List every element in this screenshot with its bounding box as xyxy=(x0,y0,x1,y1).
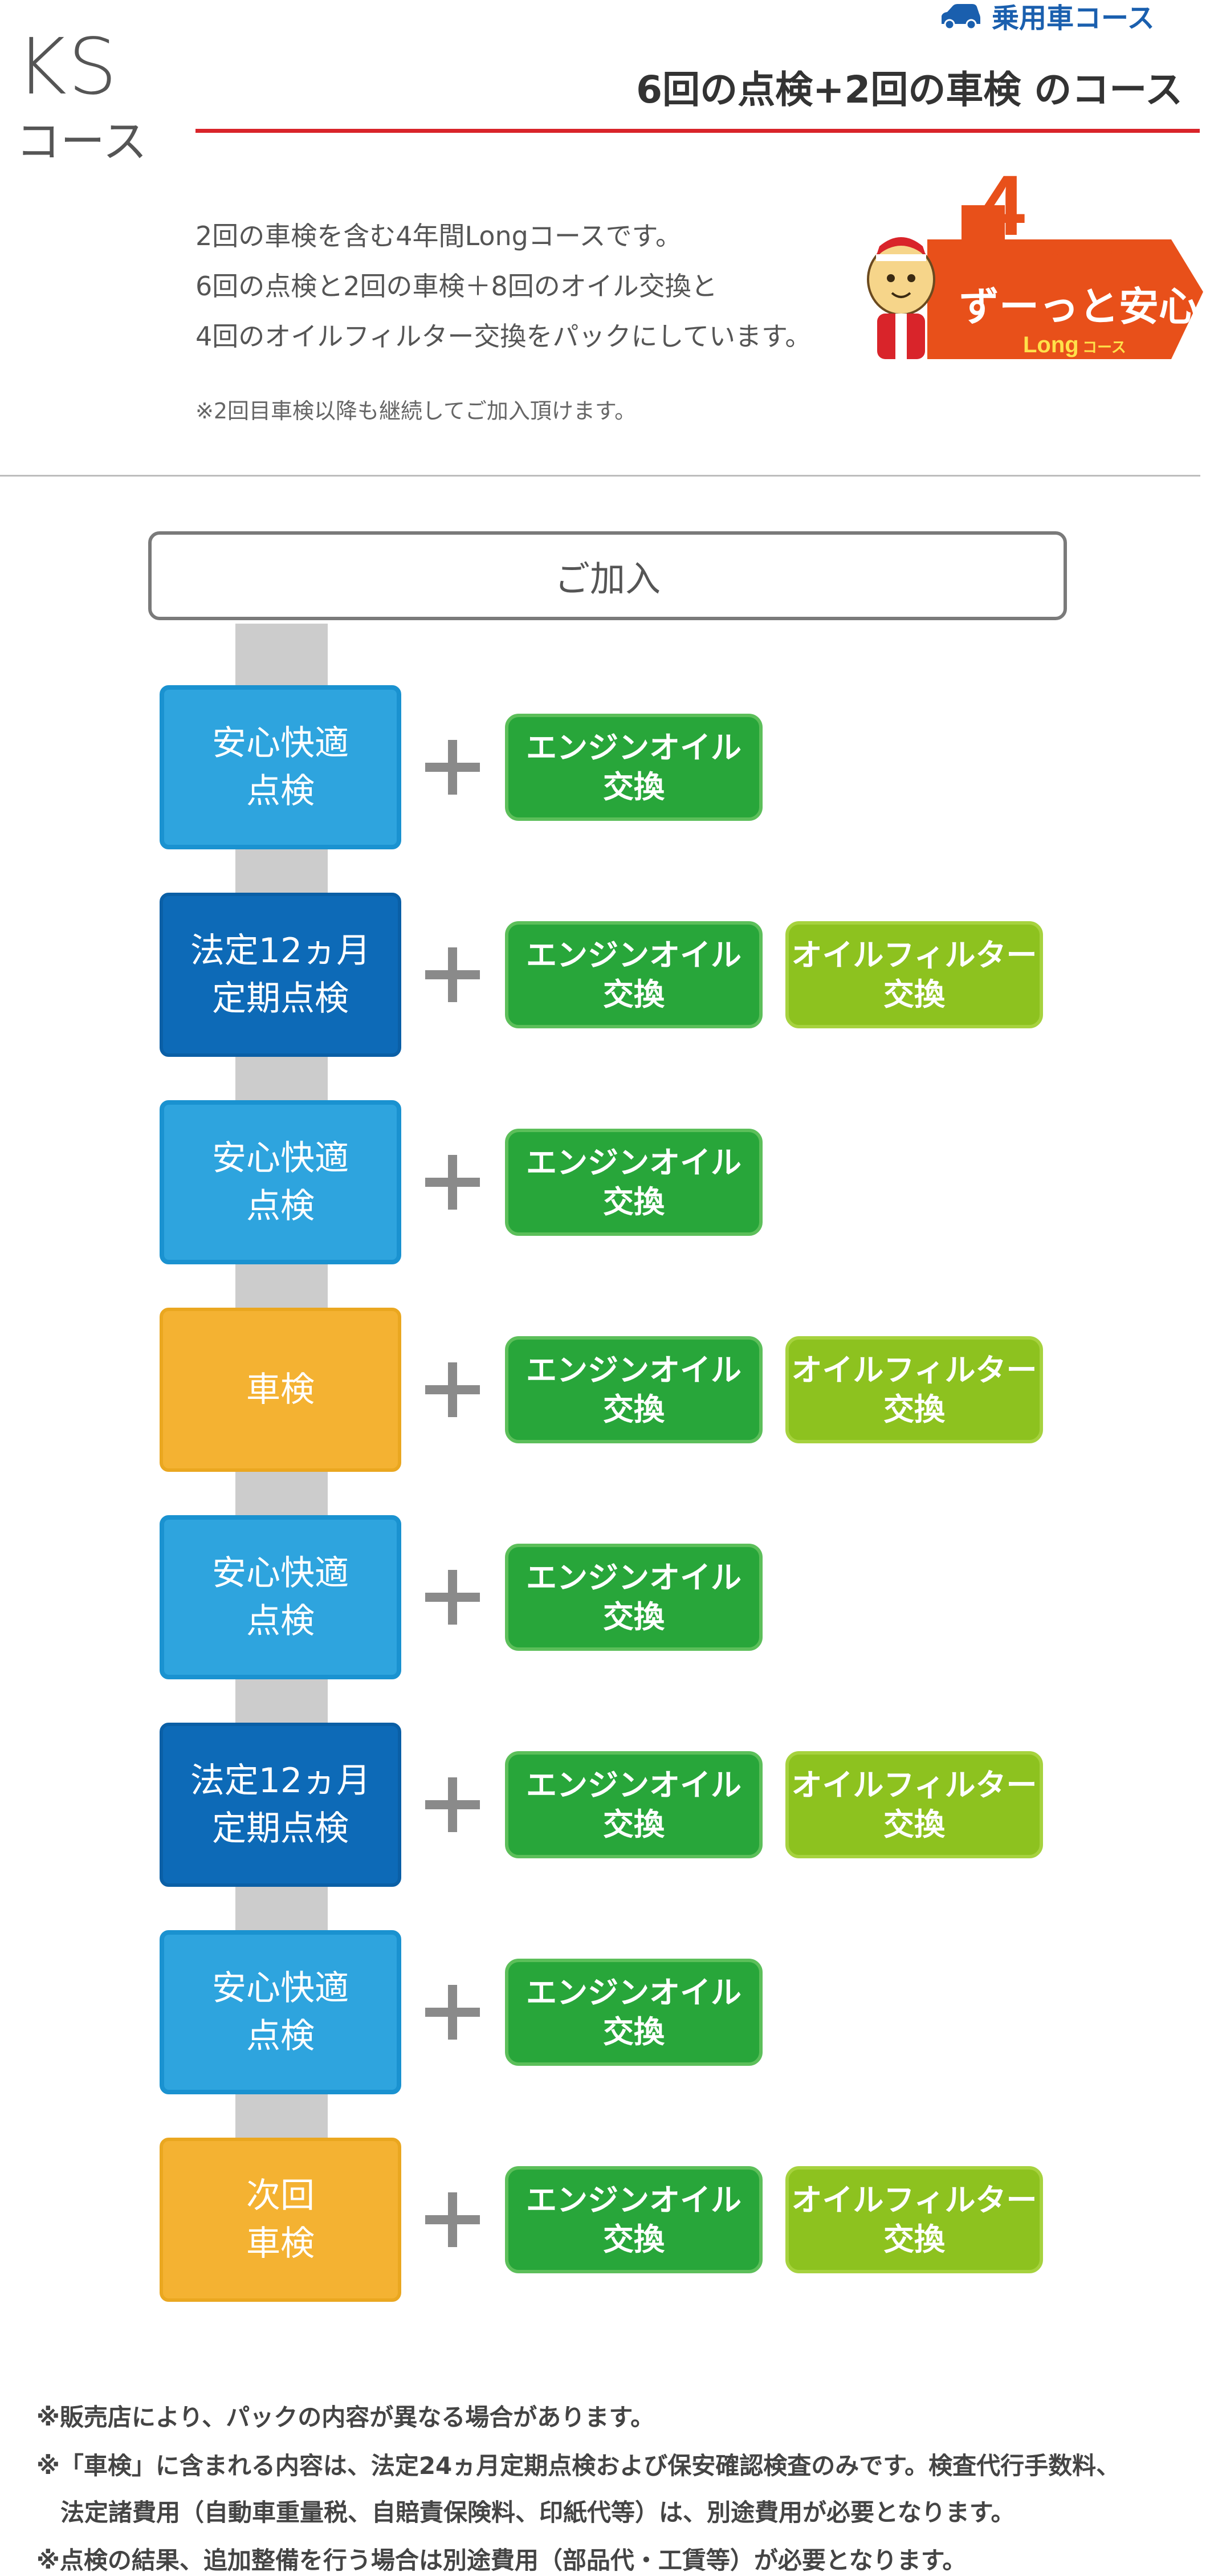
flow-step-label: 点検 xyxy=(246,771,315,811)
footnote: 法定諸費用（自動車重量税、自賠責保険料、印紙代等）は、別途費用が必要となります。 xyxy=(36,2498,1015,2526)
badge-long-suffix: コース xyxy=(1082,339,1126,356)
badge-years-suffix: 年間 xyxy=(1052,240,1118,279)
title-underline xyxy=(195,129,1200,133)
flow-step-label: 法定12ヵ月 xyxy=(190,1761,371,1801)
flow-step: 安心快適点検 xyxy=(160,1930,401,2094)
flow-step-label: 法定12ヵ月 xyxy=(190,931,371,971)
flow-step-label: 車検 xyxy=(246,1370,315,1410)
flow-step: 車検 xyxy=(160,1308,401,1472)
service-label: エンジンオイル xyxy=(526,1767,742,1803)
service-label: オイルフィルター xyxy=(791,937,1037,973)
flow-step-label: 点検 xyxy=(246,2016,315,2056)
flow-step: 法定12ヵ月定期点検 xyxy=(160,1723,401,1887)
section-divider xyxy=(0,475,1200,477)
badge-slogan: ずーっと安心 xyxy=(959,283,1199,330)
service-label: 交換 xyxy=(603,769,665,805)
mascot-icon xyxy=(867,237,935,359)
engine-oil-change-badge: エンジンオイル交換 xyxy=(505,1751,763,1858)
join-box: ご加入 xyxy=(148,531,1067,620)
flow-step-label: 安心快適 xyxy=(212,1553,349,1593)
badge-years: 4 xyxy=(977,171,1025,253)
plus-icon xyxy=(425,1985,480,2040)
badge-long: Long xyxy=(1023,332,1079,357)
service-label: エンジンオイル xyxy=(526,1559,742,1596)
service-label: 交換 xyxy=(603,2014,665,2050)
service-label: 交換 xyxy=(603,1806,665,1842)
service-label: エンジンオイル xyxy=(526,2182,742,2218)
flow-step-label: 点検 xyxy=(246,1601,315,1641)
service-label: 交換 xyxy=(883,976,945,1012)
flow-step-label: 安心快適 xyxy=(212,723,349,763)
category-tag[interactable]: 乗用車コース xyxy=(938,0,1155,34)
service-label: 交換 xyxy=(603,1391,665,1427)
plus-icon xyxy=(425,1155,480,1210)
flow-step: 安心快適点検 xyxy=(160,1515,401,1679)
footnote: ※販売店により、パックの内容が異なる場合があります。 xyxy=(36,2403,655,2431)
plus-icon xyxy=(425,2192,480,2247)
description-line: 6回の点検と2回の車検＋8回のオイル交換と xyxy=(195,271,718,302)
plus-icon xyxy=(425,947,480,1002)
flow-step-label: 点検 xyxy=(246,1186,315,1226)
service-label: 交換 xyxy=(883,1806,945,1842)
description-line: 4回のオイルフィルター交換をパックにしています。 xyxy=(195,321,812,352)
service-label: 交換 xyxy=(883,1391,945,1427)
plus-icon xyxy=(425,1777,480,1832)
car-icon xyxy=(942,4,980,30)
engine-oil-change-badge: エンジンオイル交換 xyxy=(505,1544,763,1651)
plus-icon xyxy=(425,1362,480,1417)
engine-oil-change-badge: エンジンオイル交換 xyxy=(505,921,763,1028)
footnote: ※「車検」に含まれる内容は、法定24ヵ月定期点検および保安確認検査のみです。検査… xyxy=(36,2452,1121,2480)
service-label: エンジンオイル xyxy=(526,1352,742,1388)
service-label: オイルフィルター xyxy=(791,2182,1037,2218)
engine-oil-change-badge: エンジンオイル交換 xyxy=(505,714,763,821)
long-course-badge: 4 年間 ずーっと安心 Long コース xyxy=(867,171,1203,359)
category-label: 乗用車コース xyxy=(992,2,1155,34)
service-label: エンジンオイル xyxy=(526,1144,742,1181)
oil-filter-change-badge: オイルフィルター交換 xyxy=(785,1751,1043,1858)
flow-step-label: 定期点検 xyxy=(211,1809,349,1849)
footnote: ※点検の結果、追加整備を行う場合は別途費用（部品代・工賃等）が必要となります。 xyxy=(36,2546,967,2574)
oil-filter-change-badge: オイルフィルター交換 xyxy=(785,2166,1043,2273)
engine-oil-change-badge: エンジンオイル交換 xyxy=(505,1336,763,1443)
flow-step: 次回車検 xyxy=(160,2138,401,2302)
plus-icon xyxy=(425,1570,480,1625)
course-code: KS xyxy=(16,22,119,112)
engine-oil-change-badge: エンジンオイル交換 xyxy=(505,1959,763,2066)
flow-step-label: 定期点検 xyxy=(211,979,349,1019)
engine-oil-change-badge: エンジンオイル交換 xyxy=(505,2166,763,2273)
service-label: エンジンオイル xyxy=(526,1974,742,2011)
flow-step-label: 安心快適 xyxy=(212,1968,349,2008)
flow-step-label: 安心快適 xyxy=(212,1138,349,1178)
service-label: 交換 xyxy=(603,1599,665,1635)
oil-filter-change-badge: オイルフィルター交換 xyxy=(785,1336,1043,1443)
service-label: 交換 xyxy=(883,2221,945,2257)
service-label: エンジンオイル xyxy=(526,729,742,766)
flow-step: 安心快適点検 xyxy=(160,685,401,849)
service-label: 交換 xyxy=(603,2221,665,2257)
service-label: 交換 xyxy=(603,1184,665,1220)
flow-step-label: 次回 xyxy=(246,2176,315,2216)
service-label: オイルフィルター xyxy=(791,1767,1037,1803)
plus-icon xyxy=(425,740,480,795)
service-label: エンジンオイル xyxy=(526,937,742,973)
service-label: 交換 xyxy=(603,976,665,1012)
flow-step-label: 車検 xyxy=(246,2224,315,2264)
flow-step: 安心快適点検 xyxy=(160,1100,401,1264)
oil-filter-change-badge: オイルフィルター交換 xyxy=(785,921,1043,1028)
page-title: 6回の点検+2回の車検 のコース xyxy=(636,68,1183,112)
continuation-note: ※2回目車検以降も継続してご加入頂けます。 xyxy=(195,398,637,424)
course-description: 2回の車検を含む4年間Longコースです。 6回の点検と2回の車検＋8回のオイル… xyxy=(195,211,811,361)
course-code-sub: コース xyxy=(16,116,148,168)
flow-step: 法定12ヵ月定期点検 xyxy=(160,893,401,1057)
engine-oil-change-badge: エンジンオイル交換 xyxy=(505,1129,763,1236)
description-line: 2回の車検を含む4年間Longコースです。 xyxy=(195,221,682,251)
service-label: オイルフィルター xyxy=(791,1352,1037,1388)
